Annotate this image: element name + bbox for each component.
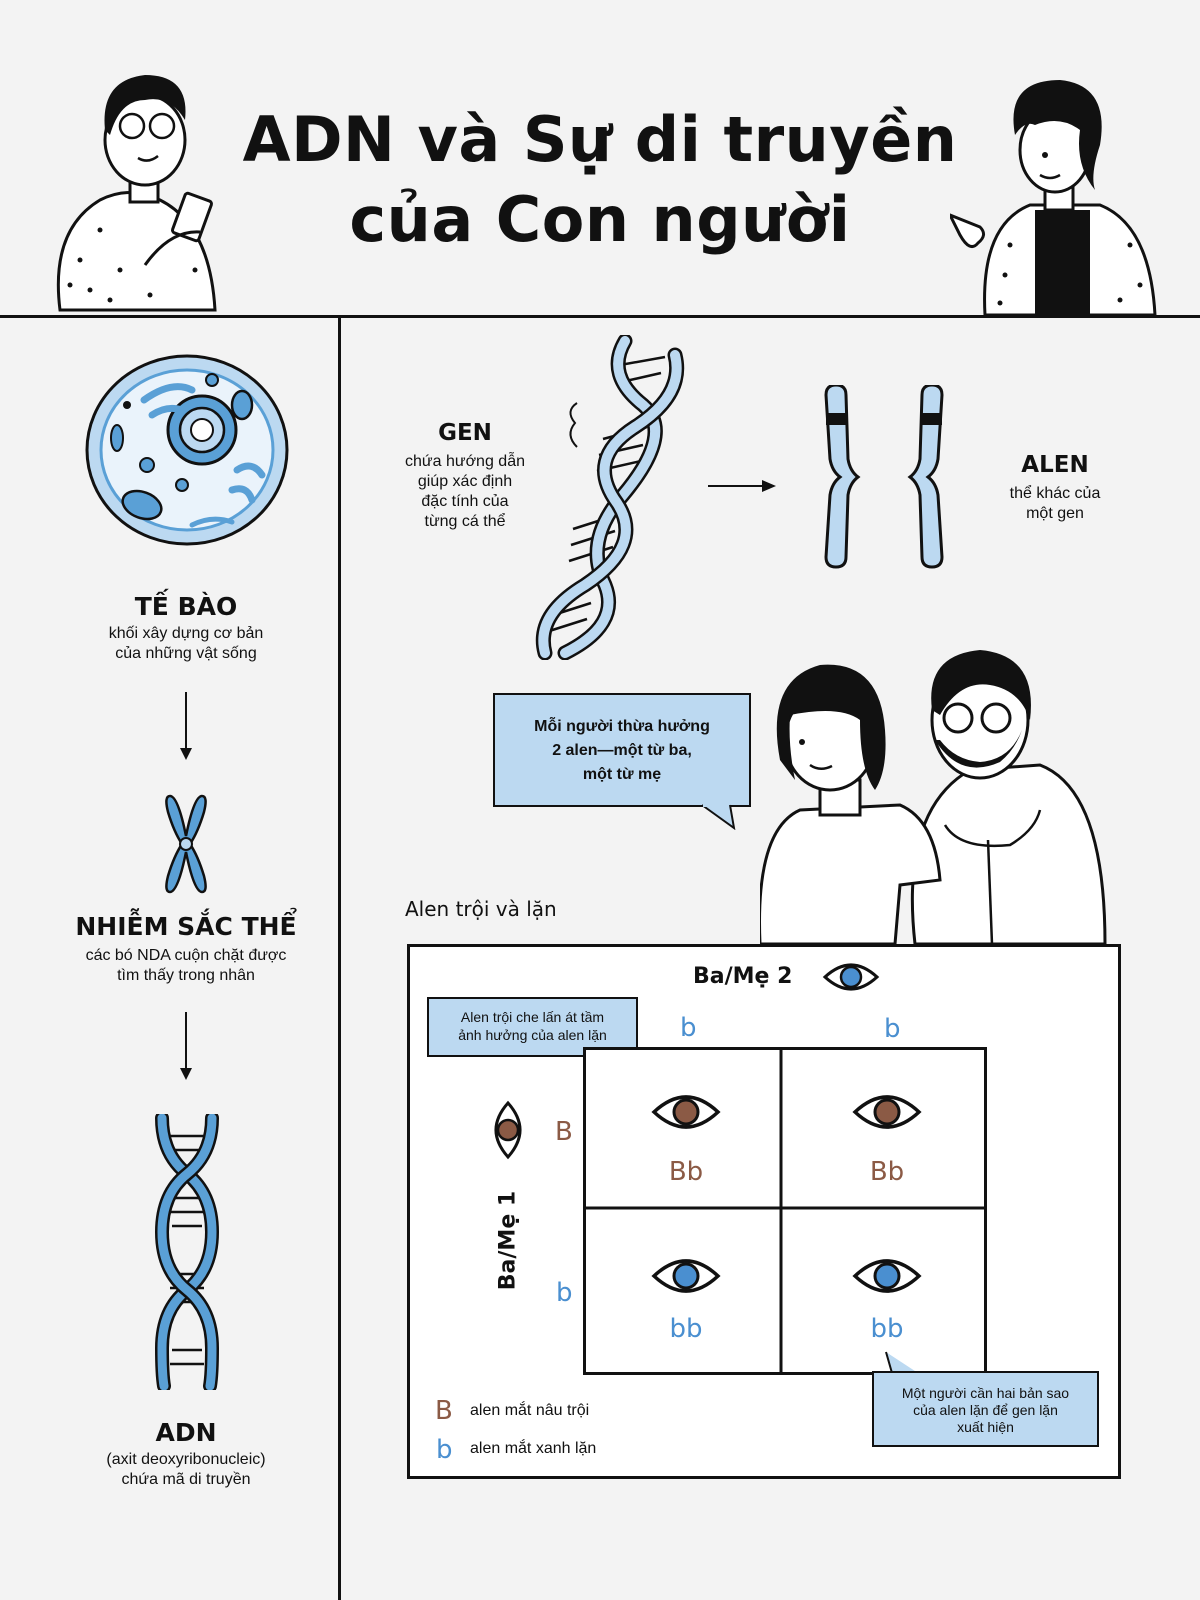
punnett-heading: Alen trội và lặn: [405, 897, 557, 921]
allele-label: ALEN: [1021, 452, 1089, 478]
chromosome-icon: [165, 794, 207, 894]
cell-description: khối xây dựng cơ bản của những vật sống: [60, 624, 312, 664]
dna-label: ADN: [155, 1418, 217, 1447]
title-line-1: ADN và Sự di truyền: [242, 103, 958, 176]
chromosome-pair-illustration: [824, 385, 944, 569]
cell-desc-line: của những vật sống: [115, 645, 257, 662]
chromosome-desc-line: tìm thấy trong nhân: [117, 967, 255, 984]
gene-desc-line: từng cá thể: [424, 513, 506, 530]
recessive-callout: Một người cần hai bản sao của alen lặn đ…: [872, 1371, 1099, 1447]
blue-eye-icon: [822, 963, 880, 991]
cell-illustration: [85, 354, 289, 546]
gene-description: chứa hướng dẫn giúp xác định đặc tính củ…: [395, 452, 535, 532]
recessive-callout-line: Một người cần hai bản sao: [901, 1385, 1070, 1401]
cell-desc-line: khối xây dựng cơ bản: [108, 625, 264, 642]
speech-line: 2 alen—một từ ba,: [552, 742, 692, 759]
chromosome-description: các bó NDA cuộn chặt được tìm thấy trong…: [40, 946, 332, 986]
title-line-2: của Con người: [349, 183, 851, 256]
dna-helix-icon: [154, 1114, 220, 1390]
allele-desc-line: một gen: [1026, 505, 1084, 522]
dna-strand-illustration: [535, 335, 685, 660]
dna-desc-line: (axit deoxyribonucleic): [106, 1451, 266, 1468]
chromosome-label: NHIỄM SẮC THỂ: [75, 912, 297, 941]
page-title: ADN và Sự di truyền của Con người: [240, 100, 960, 260]
gene-label: GEN: [438, 420, 492, 446]
brown-eye-icon: [651, 1095, 721, 1129]
legend-symbol-recessive: b: [436, 1435, 453, 1465]
legend-symbol-dominant: B: [435, 1396, 453, 1426]
parent2-label: Ba/Mẹ 2: [693, 964, 793, 989]
genotype-cell-4: bb: [870, 1314, 904, 1344]
genotype-cell-1: Bb: [668, 1157, 704, 1187]
speech-line: một từ mẹ: [582, 766, 662, 783]
woman-with-phone-illustration: [56, 75, 217, 312]
gene-desc-line: chứa hướng dẫn: [405, 453, 525, 470]
recessive-callout-line: xuất hiện: [957, 1419, 1014, 1435]
blue-eye-icon: [852, 1259, 922, 1293]
blue-eye-icon: [651, 1259, 721, 1293]
parent1-allele-2: b: [556, 1278, 573, 1308]
parent2-allele-1: b: [680, 1013, 697, 1043]
dominant-callout-line: ảnh hưởng của alen lặn: [458, 1027, 607, 1043]
parent2-allele-2: b: [884, 1014, 901, 1044]
cell-label: TẾ BÀO: [134, 592, 238, 621]
parent1-label: Ba/Mẹ 1: [495, 1190, 521, 1291]
inheritance-speech-bubble: Mỗi người thừa hưởng 2 alen—một từ ba, m…: [493, 693, 751, 807]
gene-desc-line: đặc tính của: [421, 493, 509, 510]
brown-eye-icon: [494, 1100, 522, 1160]
gene-desc-line: giúp xác định: [417, 473, 513, 490]
legend-text-recessive: alen mắt xanh lặn: [470, 1440, 597, 1457]
allele-desc-line: thể khác của: [1009, 485, 1101, 502]
chromosome-desc-line: các bó NDA cuộn chặt được: [85, 947, 287, 964]
dna-desc-line: chứa mã di truyền: [121, 1471, 251, 1488]
arrow-down-icon: [180, 692, 192, 760]
speech-bubble-tail: [701, 804, 736, 830]
genotype-cell-3: bb: [669, 1314, 703, 1344]
header-divider: [0, 315, 1200, 318]
legend-text-dominant: alen mắt nâu trội: [470, 1402, 590, 1419]
genotype-cell-2: Bb: [869, 1157, 905, 1187]
punnett-grid: [583, 1047, 987, 1375]
couple-illustration: [760, 650, 1107, 944]
speech-line: Mỗi người thừa hưởng: [534, 718, 710, 735]
arrow-down-icon: [180, 1012, 192, 1080]
brown-eye-icon: [852, 1095, 922, 1129]
dominant-callout-line: Alen trội che lấn át tầm: [460, 1009, 605, 1025]
dna-description: (axit deoxyribonucleic) chứa mã di truyề…: [60, 1450, 312, 1490]
parent1-allele-1: B: [555, 1117, 573, 1147]
recessive-callout-line: của alen lặn để gen lặn: [913, 1402, 1058, 1418]
arrow-right-icon: [708, 480, 776, 492]
column-divider: [338, 315, 341, 1600]
man-pointing-illustration: [950, 80, 1157, 315]
allele-description: thể khác của một gen: [985, 484, 1125, 524]
